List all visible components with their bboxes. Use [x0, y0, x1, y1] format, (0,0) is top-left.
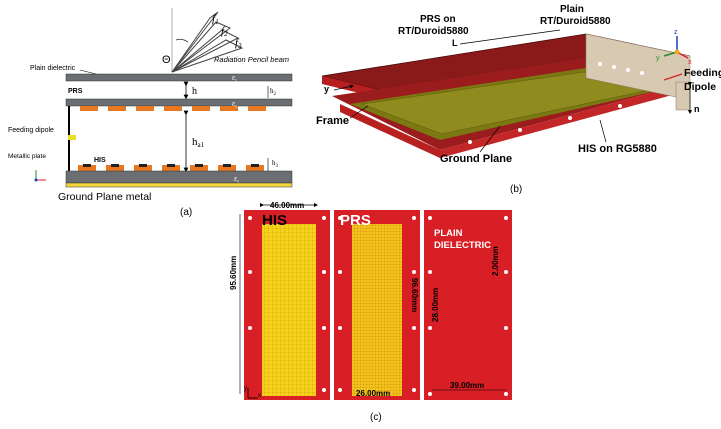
plain-dielectric-board: [424, 210, 512, 400]
his-patches: [78, 164, 264, 171]
dim-46-label: 46.00mm: [270, 201, 304, 210]
prs-patch-array: [352, 224, 402, 396]
beam-f1-label: f1: [212, 13, 219, 26]
dipole-label: Dipole: [684, 81, 716, 93]
his-label-a: HIS: [94, 157, 106, 164]
plain-label-c: PLAIN: [434, 228, 463, 239]
axis-x-c: x: [258, 393, 261, 399]
plain-dielectric-label: Plain dielectric: [30, 65, 76, 72]
dim-96-label: 96.60mm: [410, 278, 419, 312]
plain-holes: [428, 216, 508, 396]
caption-c: (c): [370, 412, 382, 423]
axis-icon-c: y x: [244, 386, 261, 399]
plain-label-2: RT/Duroid5880: [540, 16, 611, 27]
caption-a: (a): [180, 207, 192, 218]
his-patch-array: [262, 224, 316, 396]
ground-plane-metal-layer: [65, 182, 293, 188]
frame-label: Frame: [316, 115, 349, 127]
dielectric-label-c: DIELECTRIC: [434, 240, 491, 251]
radiation-beam: [171, 8, 244, 73]
prs-holes: [338, 216, 416, 392]
his-on-label: HIS on RG5880: [578, 143, 657, 155]
dim-28-label: 28.00mm: [431, 288, 440, 322]
prs-patches: [80, 106, 266, 111]
axis-y-label: y: [656, 55, 660, 62]
n-label: n: [694, 104, 700, 114]
axis-icon-a: [34, 170, 46, 182]
h2-label: h2: [270, 87, 277, 97]
frame-front: [340, 104, 440, 158]
L-label: L: [452, 38, 458, 48]
his-holes: [248, 216, 326, 392]
dim-95-label: 95.60mm: [229, 256, 238, 290]
theta-label: Θ: [162, 54, 171, 66]
screw-holes: [468, 62, 644, 144]
his-substrate: [65, 170, 293, 184]
dim-2-label: 2.00mm: [491, 246, 500, 276]
feeding-dipole-label: Feeding dipole: [8, 127, 54, 134]
prs-label-a: PRS: [68, 88, 83, 95]
prs-on-label-2: RT/Duroid5880: [398, 26, 469, 37]
prs-board-label: PRS: [340, 212, 371, 229]
plain-dielectric-layer: [65, 73, 293, 82]
beam-f3-label: f3: [235, 37, 242, 50]
axis-x-label: x: [688, 59, 692, 66]
dim-39-label: 39.00mm: [450, 381, 484, 390]
axis-y-c: y: [244, 386, 247, 392]
prs-layer: [65, 98, 293, 107]
dim-26-label: 26.00mm: [356, 389, 390, 398]
panel-b: PRS on RT/Duroid5880 Plain RT/Duroid5880…: [316, 4, 721, 195]
caption-b: (b): [510, 184, 522, 195]
beam-f2-label: f2: [221, 25, 228, 38]
eps-label-mid: εr: [232, 99, 237, 110]
plain-label: Plain: [560, 4, 584, 15]
feeding-dipole-element: [68, 135, 76, 140]
h-label: h: [192, 86, 197, 97]
h3-label: h3: [272, 159, 279, 169]
eps-label-bottom: εr: [234, 174, 239, 185]
ground-plane-label: Ground Plane: [440, 153, 512, 165]
prs-on-label: PRS on: [420, 14, 456, 25]
radiation-beam-label: Radiation Pencil beam: [214, 55, 289, 64]
ground-plane-metal-label: Ground Plane metal: [58, 191, 151, 203]
panel-c: HIS 46.00mm 95.60mm y x PRS 96.60mm 26.0…: [229, 201, 512, 423]
axis-icon-b: z x y: [656, 29, 692, 66]
metallic-plate-label: Metallic plate: [8, 153, 46, 160]
his-board-label: HIS: [262, 212, 287, 229]
y-dim-label: y: [324, 84, 329, 94]
eps-label-top: εr: [232, 73, 237, 84]
feeding-label: Feeding: [684, 67, 721, 79]
axis-z-label: z: [674, 29, 678, 36]
ha1-label: ha1: [192, 136, 205, 149]
his-board-3d: [440, 86, 676, 158]
panel-a: f1 f2 f3 Θ Radiation Pencil beam Plain d…: [8, 8, 293, 218]
